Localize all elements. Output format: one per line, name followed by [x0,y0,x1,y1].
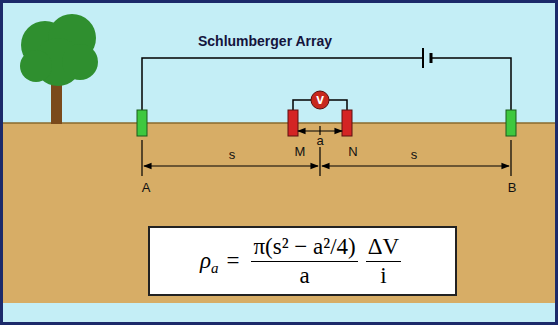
dimension-label: A [142,180,151,195]
electrode-m [288,110,298,136]
formula-symbol: ρ [200,248,211,274]
formula-equals: = [226,248,239,274]
formula-subscript: a [211,260,219,277]
diagram-title: Schlumberger Array [198,33,332,49]
ground [3,123,555,303]
fraction: π(s² − a²/4)a [251,234,357,288]
dimension-label: B [508,180,517,195]
voltmeter: V [310,90,330,110]
fraction: ΔVi [366,234,401,288]
tree [20,14,98,124]
dimension-label: s [411,147,418,162]
dimension-label: a [314,135,325,147]
fraction-numerator: ΔV [366,234,401,261]
voltmeter-symbol: V [310,90,330,110]
dimension-label: M [295,144,306,159]
electrode-n [342,110,352,136]
dimension-lines [142,126,511,176]
electrode-b [506,110,516,136]
fraction-denominator: a [299,262,309,288]
dimension-label: N [348,144,357,159]
dimension-label: s [229,147,236,162]
current-circuit [142,48,511,112]
formula-box: ρa=π(s² − a²/4)aΔVi [148,226,457,296]
fraction-denominator: i [380,262,386,288]
electrode-a [137,110,147,136]
fraction-numerator: π(s² − a²/4) [251,234,357,261]
